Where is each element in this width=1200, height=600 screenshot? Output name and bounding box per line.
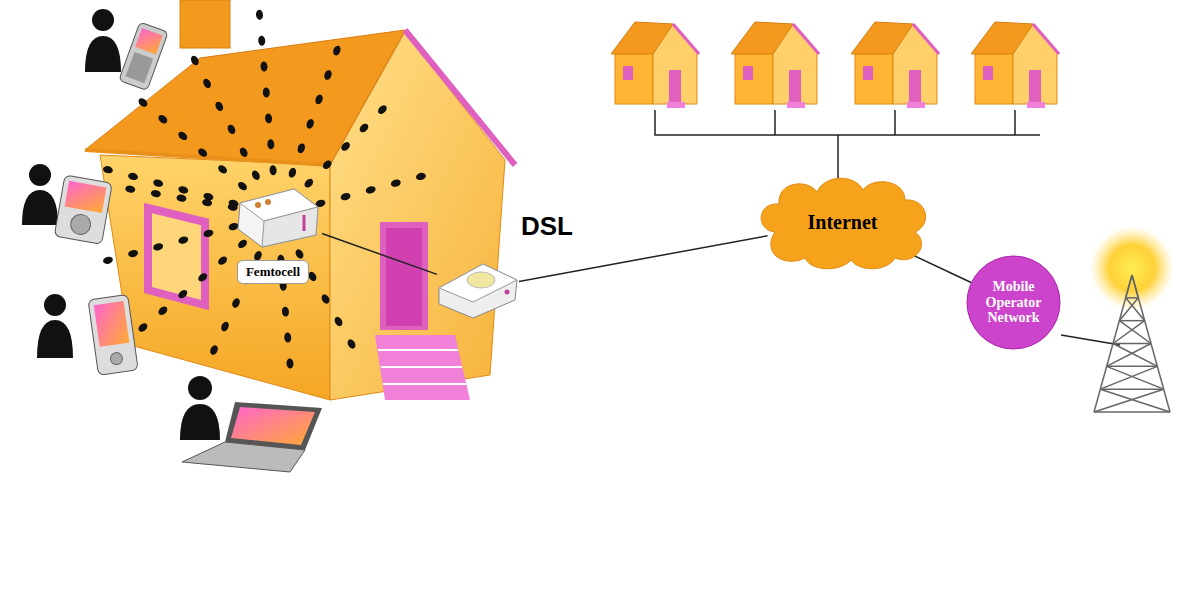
neighbour-houses [611, 22, 1059, 108]
house-wiring [655, 110, 1040, 178]
signal-dot [250, 169, 261, 181]
node-shape [232, 185, 322, 250]
signal-dot [238, 146, 249, 158]
small-house [731, 22, 819, 108]
signal-dot [197, 147, 209, 159]
signal-dot [340, 192, 351, 201]
signal-dot [197, 271, 209, 283]
device-label: Femtocell [237, 260, 309, 284]
small-house [971, 22, 1059, 108]
signal-dot [415, 172, 426, 181]
signal-dot [314, 94, 324, 106]
signal-dot [286, 358, 294, 369]
signal-dot [305, 118, 315, 130]
signal-dot [189, 54, 200, 66]
signal-dot [157, 113, 169, 125]
node-label: Mobile Operator Network [974, 279, 1053, 325]
operator-network-circle: Mobile Operator Network [966, 255, 1061, 350]
small-house [851, 22, 939, 108]
signal-dot [137, 322, 149, 334]
signal-dot [321, 159, 333, 171]
signal-dot [220, 320, 231, 332]
signal-dot [231, 297, 242, 309]
signal-dot [150, 189, 161, 198]
signal-dot [137, 97, 149, 109]
signal-dot [333, 315, 344, 327]
signal-dot [358, 122, 370, 134]
signal-dot [332, 45, 342, 57]
signal-dot [340, 140, 352, 152]
connector-line [322, 234, 437, 275]
cell-tower [1061, 226, 1174, 412]
signal-dot [157, 305, 169, 317]
signal-dot [102, 165, 113, 174]
signal-dot [256, 9, 264, 20]
connector-line [519, 236, 768, 282]
signal-dot [202, 77, 213, 89]
signal-dot [365, 185, 376, 194]
signal-dot [177, 130, 189, 142]
signal-dot [236, 180, 248, 192]
signal-dot [209, 344, 220, 356]
home-house [85, 0, 515, 400]
signal-dot [178, 185, 189, 194]
signal-dot [217, 163, 229, 175]
users [22, 9, 322, 472]
signal-dot [202, 198, 213, 207]
signal-dot [217, 255, 229, 267]
signal-dot [228, 222, 239, 231]
signal-dot [284, 332, 292, 343]
small-house [611, 22, 699, 108]
internet-cloud: Internet [755, 172, 930, 272]
signal-dot [236, 238, 248, 250]
signal-dot [203, 229, 214, 238]
signal-dot [267, 139, 275, 150]
signal-dot [125, 185, 136, 194]
signal-dots [102, 9, 426, 368]
signal-dot [376, 104, 388, 116]
signal-dot [227, 203, 238, 212]
signal-dot [323, 69, 333, 81]
signal-dot [346, 338, 357, 350]
signal-dot [296, 142, 306, 154]
signal-dot [152, 242, 163, 251]
signal-dot [287, 167, 297, 179]
signal-dot [214, 100, 225, 112]
signal-dot [282, 306, 290, 317]
signal-dot [258, 35, 266, 46]
node-shape [437, 258, 519, 320]
signal-dot [262, 87, 270, 98]
signal-dot [265, 113, 273, 124]
signal-dot [226, 123, 237, 135]
signal-dot [260, 61, 268, 72]
dsl-modem: DSL [437, 258, 519, 320]
signal-dot [269, 165, 277, 176]
signal-dot [303, 177, 315, 189]
signal-dot [390, 178, 401, 187]
node-label: DSL [521, 212, 573, 241]
femtocell-device: Femtocell [232, 185, 322, 250]
signal-dot [294, 248, 305, 260]
signal-dot [176, 194, 187, 203]
signal-dot [102, 256, 113, 265]
signal-dot [320, 293, 331, 305]
node-label: Internet [775, 211, 910, 233]
signal-dot [152, 178, 163, 187]
signal-dot [127, 249, 138, 258]
signal-dot [178, 235, 189, 244]
signal-dot [127, 172, 138, 181]
signal-dot [177, 288, 189, 300]
